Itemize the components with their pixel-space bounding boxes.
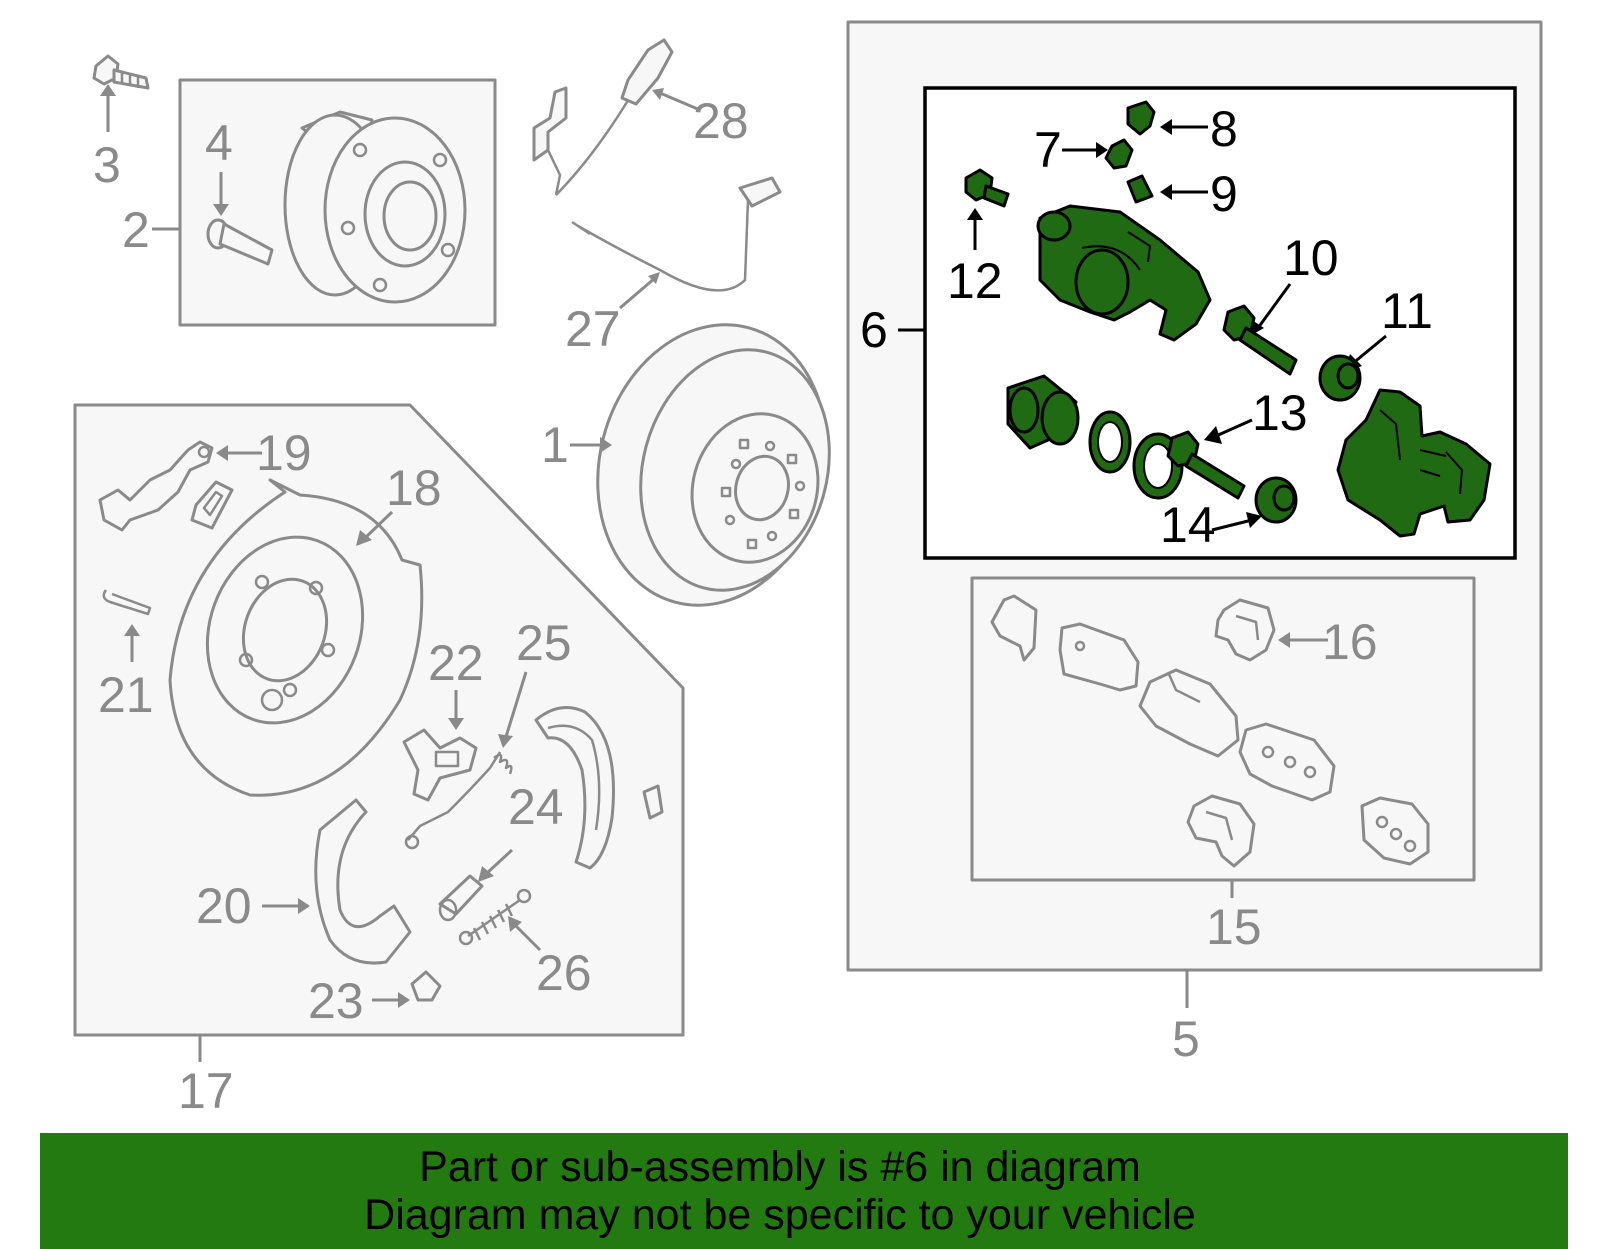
callout-4: 4 <box>205 115 233 171</box>
spring-part-26 <box>458 888 532 946</box>
callout-25: 25 <box>516 615 572 671</box>
bleeder-screw-part-7 <box>1104 138 1134 170</box>
callout-16: 16 <box>1322 614 1378 670</box>
callout-26: 26 <box>536 945 592 1001</box>
hub-bearing-part-2 <box>283 110 467 304</box>
guide-pin-part-10 <box>1222 304 1298 376</box>
boot-part-11 <box>1318 354 1362 402</box>
adjuster-part-24 <box>438 874 484 922</box>
brake-shoe-part-upper <box>534 706 615 870</box>
callout-18: 18 <box>386 460 442 516</box>
caliper-bracket-part <box>1336 388 1492 538</box>
callout-6: 6 <box>860 302 888 358</box>
bolt-part-3 <box>92 54 150 90</box>
backing-plate-part-18 <box>168 478 424 797</box>
callout-27: 27 <box>565 301 621 357</box>
clip-part-small <box>642 784 664 820</box>
callout-11: 11 <box>1381 283 1433 339</box>
clip-part-19b <box>190 480 234 530</box>
cotter-pin-part-21 <box>102 589 152 616</box>
callout-5: 5 <box>1172 1011 1200 1067</box>
callout-28: 28 <box>693 93 749 149</box>
callout-13: 13 <box>1252 385 1308 441</box>
callout-22: 22 <box>428 635 484 691</box>
pad-clip-part-lower <box>1186 794 1256 868</box>
callout-2: 2 <box>122 202 150 258</box>
callout-17: 17 <box>178 1063 234 1119</box>
banner-line-1: Part or sub-assembly is #6 in diagram <box>419 1143 1141 1191</box>
dust-cap-part-9 <box>1126 174 1154 204</box>
guide-pin-part-13 <box>1166 430 1246 500</box>
brake-pad-part-b <box>1138 668 1240 758</box>
pad-shim-part <box>990 594 1038 662</box>
brake-pad-part-c <box>1238 722 1336 802</box>
bolt-part-12 <box>964 168 1010 208</box>
callout-19: 19 <box>256 425 312 481</box>
brake-hose-part-27 <box>571 176 782 292</box>
wheel-stud-part-4 <box>206 218 274 266</box>
piston-seal-part <box>1088 410 1132 474</box>
callout-7: 7 <box>1034 122 1062 178</box>
callout-9: 9 <box>1210 166 1238 222</box>
spring-part-25 <box>404 751 513 850</box>
callout-12: 12 <box>947 253 1003 309</box>
piston-part <box>1006 374 1080 450</box>
callout-8: 8 <box>1210 101 1238 157</box>
brake-shoe-part-20 <box>314 798 412 965</box>
adjuster-lever-part-19 <box>98 440 214 532</box>
callout-15: 15 <box>1206 899 1262 955</box>
callout-1: 1 <box>541 417 569 473</box>
callout-14: 14 <box>1160 497 1216 553</box>
callout-23: 23 <box>308 973 364 1029</box>
pad-clip-part-16 <box>1214 598 1276 662</box>
info-banner: Part or sub-assembly is #6 in diagram Di… <box>40 1133 1568 1249</box>
retainer-part-23 <box>410 970 442 1002</box>
callout-10: 10 <box>1283 230 1339 286</box>
banner-line-2: Diagram may not be specific to your vehi… <box>364 1191 1196 1239</box>
bleeder-cap-part-8 <box>1126 100 1156 136</box>
callout-24: 24 <box>508 779 564 835</box>
caliper-housing-part-6 <box>1036 204 1212 342</box>
boot-part-14 <box>1254 476 1298 524</box>
callout-3: 3 <box>93 137 121 193</box>
strut-part-22 <box>402 728 478 802</box>
brake-rotor-part-1 <box>596 323 831 607</box>
pad-shim-part-b <box>1360 796 1430 866</box>
callout-20: 20 <box>196 878 252 934</box>
wheel-speed-sensor-part-28 <box>532 38 674 196</box>
callout-21: 21 <box>98 667 154 723</box>
brake-pad-part-a <box>1058 622 1140 692</box>
